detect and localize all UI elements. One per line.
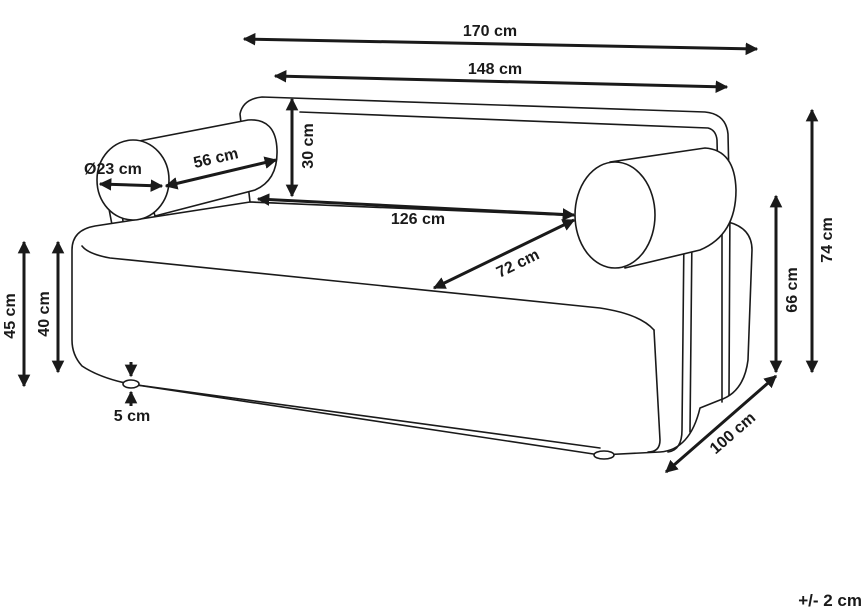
front-left-foot	[122, 379, 140, 389]
front-right-foot	[593, 450, 615, 460]
label-cushion-height: 40 cm	[36, 291, 53, 336]
label-total-width: 170 cm	[463, 23, 517, 40]
label-bolster-diameter: Ø23 cm	[84, 161, 142, 178]
sofa-drawing	[71, 96, 753, 460]
label-total-depth: 100 cm	[707, 409, 759, 457]
dim-line-total-width	[242, 32, 759, 56]
label-seat-width: 148 cm	[468, 61, 522, 78]
dim-line-inner-width	[256, 193, 576, 221]
right-bolster	[574, 147, 737, 269]
label-leg-height: 5 cm	[114, 408, 150, 425]
dimension-lines	[17, 32, 819, 474]
label-seat-height: 45 cm	[2, 293, 19, 338]
dim-line-seat-width	[273, 69, 729, 94]
dim-line-bolster-diameter	[98, 178, 164, 192]
label-back-height: 30 cm	[300, 123, 317, 168]
dim-line-seat-depth	[432, 218, 576, 290]
label-arm-height: 66 cm	[784, 267, 801, 312]
label-total-height: 74 cm	[819, 217, 836, 262]
dim-line-bolster-length	[164, 156, 278, 190]
tolerance-note: +/- 2 cm	[798, 591, 862, 610]
dim-line-total-depth	[665, 374, 777, 474]
label-inner-width: 126 cm	[391, 211, 445, 228]
